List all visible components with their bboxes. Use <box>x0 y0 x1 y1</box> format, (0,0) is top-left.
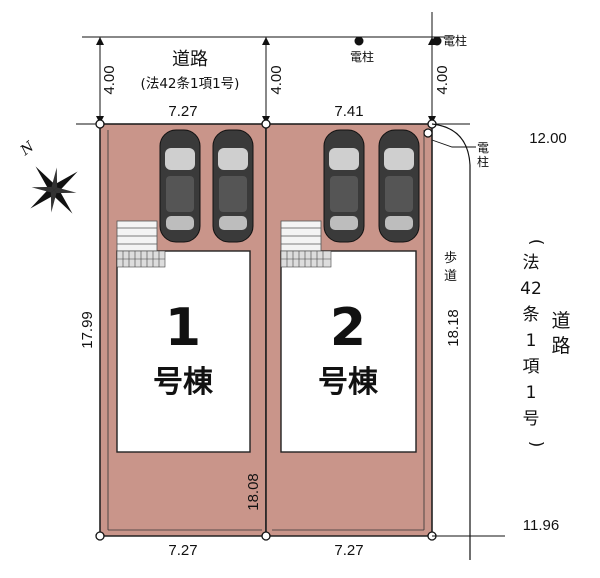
sidewalk-curb-line <box>431 123 471 560</box>
compass-north-label: N <box>17 138 38 159</box>
road-right-width-bottom: 11.96 <box>523 517 559 534</box>
lot-1-bottom-width: 7.27 <box>168 542 197 559</box>
road-right-legal-char-2: 条 <box>523 305 540 325</box>
lot-2-bottom-width: 7.27 <box>334 542 363 559</box>
car-parking-2b <box>378 129 420 243</box>
utility-pole-2-icon <box>432 36 442 46</box>
lot-1-number: 1 <box>165 298 201 358</box>
car-parking-1b <box>212 129 254 243</box>
road-top-dimensions <box>76 12 470 125</box>
road-top-depth-right: 4.00 <box>434 65 451 94</box>
steps-1 <box>116 220 158 252</box>
steps-2 <box>280 220 322 252</box>
sidewalk-label-1: 歩 <box>444 251 457 266</box>
utility-pole-3-label-b: 柱 <box>477 154 489 169</box>
road-right-legal-char-3: 1 <box>526 331 537 351</box>
sidewalk-label-2: 道 <box>444 269 457 284</box>
building-1-footprint <box>116 250 251 453</box>
porch-lattice-1 <box>116 250 166 268</box>
car-parking-1a <box>159 129 201 243</box>
road-right-legal-char-4: 項 <box>523 357 540 377</box>
lot-1-building-label: 号棟 <box>153 365 214 400</box>
road-right-legal-char-1: 42 <box>520 279 542 299</box>
road-right-legal-char-6: 号 <box>523 409 540 429</box>
lot-2-number: 2 <box>330 298 366 358</box>
lot-1-right-depth: 18.08 <box>245 473 262 511</box>
porch-lattice-2 <box>280 250 332 268</box>
road-right-legal-char-5: 1 <box>526 383 537 403</box>
utility-pole-3-label-a: 電 <box>477 141 489 155</box>
road-right-legal-open: ( <box>526 239 546 246</box>
road-right-legal-char-0: 法 <box>523 253 540 273</box>
road-right-legal-close: ) <box>526 441 546 448</box>
road-right-label-2: 路 <box>551 335 570 357</box>
lot-1-top-width: 7.27 <box>168 103 197 120</box>
road-right-width-top: 12.00 <box>529 130 567 147</box>
lot-1-left-depth: 17.99 <box>79 311 96 349</box>
road-right-label-1: 道 <box>551 310 570 332</box>
road-top-label: 道路 <box>172 49 208 70</box>
road-top-depth-left: 4.00 <box>101 65 118 94</box>
lot-2-top-width: 7.41 <box>334 103 363 120</box>
utility-pole-2-label: 電柱 <box>443 33 467 48</box>
corner-markers <box>95 119 437 541</box>
utility-pole-3-icon <box>423 128 433 138</box>
utility-pole-3-leader <box>431 139 476 148</box>
lot-2-building-label: 号棟 <box>318 365 379 400</box>
utility-pole-1-label: 電柱 <box>350 49 374 64</box>
lot-2-right-depth: 18.18 <box>445 309 462 347</box>
building-2-footprint <box>280 250 417 453</box>
road-top-legal: (法42条1項1号) <box>141 75 240 92</box>
compass-rose-icon <box>30 166 78 214</box>
car-parking-2a <box>323 129 365 243</box>
utility-pole-1-icon <box>354 36 364 46</box>
road-top-depth-mid: 4.00 <box>268 65 285 94</box>
